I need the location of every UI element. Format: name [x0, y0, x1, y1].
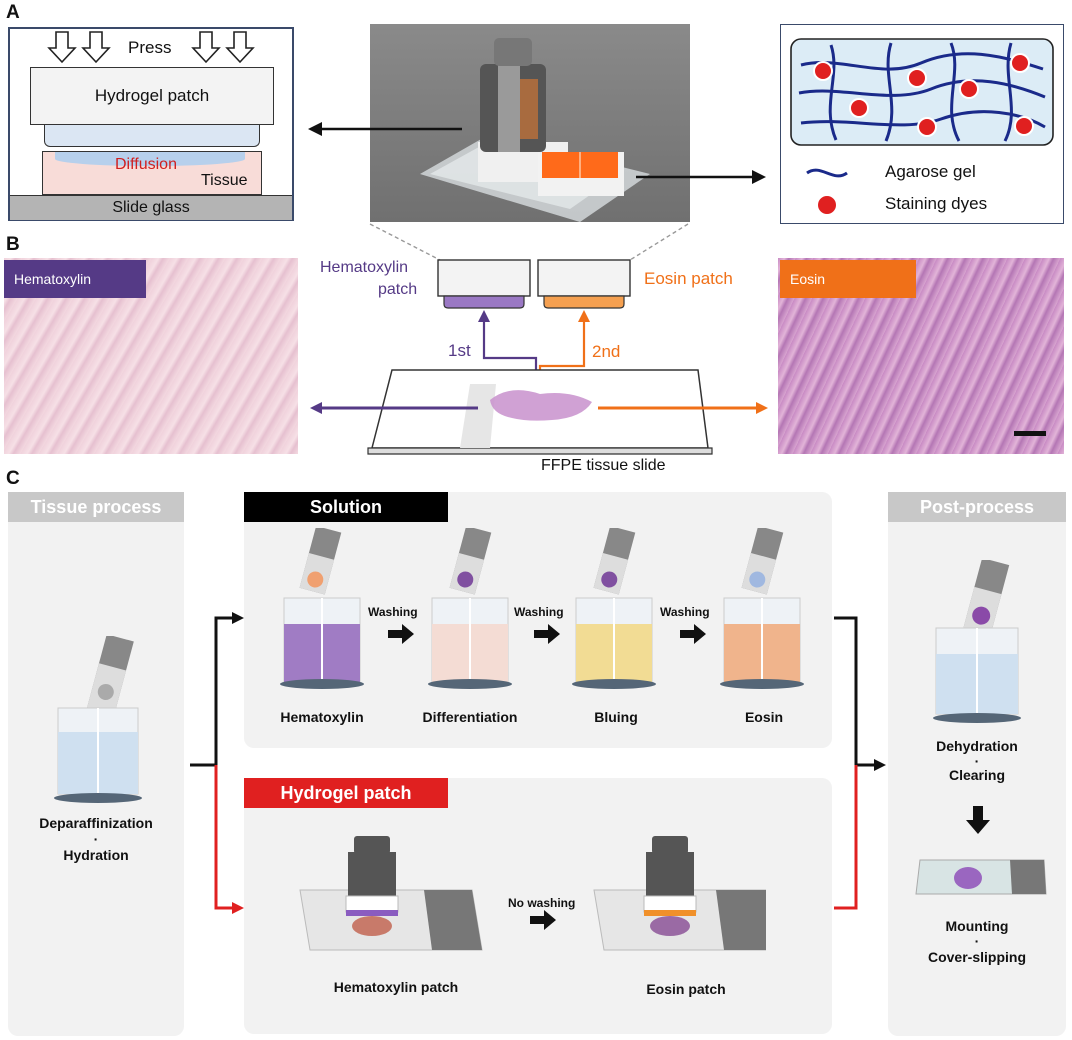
agarose-box: Agarose gel Staining dyes: [780, 24, 1064, 224]
hematoxylin-patch-weight: [299, 836, 483, 951]
hematoxylin-tag: Hematoxylin: [4, 260, 146, 298]
washing-label-1: Washing: [368, 605, 418, 619]
press-down-arrows: [47, 31, 255, 64]
dehydration-dot: ·: [974, 753, 980, 769]
washing-arrows: [388, 624, 706, 644]
deparaffinization-beaker: [54, 636, 142, 803]
clearing-label: Clearing: [948, 767, 1005, 783]
panel-letter-c: C: [6, 468, 20, 489]
dehydration-label: Dehydration: [936, 738, 1018, 754]
eosin-patch-gel: [543, 295, 625, 309]
hydration-label: Hydration: [63, 847, 129, 863]
agarose-svg: [790, 38, 1054, 216]
press-arrows-svg: [47, 31, 255, 64]
first-label: 1st: [448, 341, 471, 360]
eosin-tag: Eosin: [780, 260, 916, 298]
hematoxylin-patch-top: [437, 259, 531, 297]
eosin-beaker: [720, 528, 804, 689]
cover-slipping-label: Cover-slipping: [927, 949, 1026, 965]
slide-glass-label: Slide glass: [112, 199, 190, 216]
weight-photo-svg: [420, 38, 650, 222]
press-label: Press: [128, 38, 172, 57]
hydrogel-patch-block: Hydrogel patch: [30, 67, 274, 125]
eosin-patch-top: [537, 259, 631, 297]
panel-letter-a: A: [6, 2, 20, 23]
weight-photo: [370, 24, 690, 222]
tissue-section: [490, 390, 592, 421]
bluing-step-label: Bluing: [594, 709, 638, 725]
tissue-process-header: Tissue process: [8, 492, 184, 522]
diffusion-label: Diffusion: [115, 156, 177, 173]
post-process-down-arrow: [966, 806, 990, 834]
eosin-patch-weight: [593, 836, 766, 951]
mounted-slide: [915, 859, 1047, 895]
no-washing-label: No washing: [508, 896, 576, 910]
tissue-block: Diffusion Tissue: [42, 151, 262, 195]
eosin-patch-label: Eosin patch: [644, 269, 733, 288]
eosin-step-label: Eosin: [744, 709, 784, 725]
hydrogel-steps-svg: [299, 836, 766, 951]
bluing-beaker: [572, 528, 656, 689]
diffusion-zone: [55, 152, 245, 166]
differentiation-step-label: Differentiation: [422, 709, 518, 725]
hematoxylin-patch-step-label: Hematoxylin patch: [333, 979, 459, 995]
slide-label: FFPE tissue slide: [541, 457, 666, 474]
panel-b-center-svg: [310, 223, 768, 455]
hematoxylin-step-label: Hematoxylin: [280, 709, 364, 725]
deparaffinization-label: Deparaffinization: [39, 815, 153, 831]
slide-glass-block: Slide glass: [10, 195, 292, 220]
panel-letter-b: B: [6, 234, 20, 255]
hydrogel-header: Hydrogel patch: [244, 778, 448, 808]
mounting-dot: ·: [974, 933, 980, 949]
tissue-label: Tissue: [201, 172, 248, 189]
legend-dyes: Staining dyes: [885, 194, 988, 213]
post-process-header: Post-process: [888, 492, 1066, 522]
scale-bar: [1014, 431, 1046, 436]
dehydration-beaker: [933, 560, 1021, 723]
eosin-patch-step-label: Eosin patch: [646, 981, 726, 997]
deparaffinization-dot: ·: [93, 831, 99, 847]
washing-label-3: Washing: [660, 605, 710, 619]
legend-agarose: Agarose gel: [885, 162, 976, 181]
solution-header: Solution: [244, 492, 448, 522]
mounting-label: Mounting: [945, 918, 1009, 934]
hematoxylin-patch-gel: [443, 295, 525, 309]
solution-steps-svg: [280, 528, 804, 689]
washing-label-2: Washing: [514, 605, 564, 619]
gel-layer: [44, 125, 260, 147]
press-schematic: Press Hydrogel patch Diffusion Tissue Sl…: [8, 27, 294, 221]
hematoxylin-beaker: [280, 528, 364, 689]
hematoxylin-patch-label-1: Hematoxylin: [320, 259, 409, 276]
second-label: 2nd: [592, 342, 621, 361]
hydrogel-patch-label: Hydrogel patch: [94, 86, 210, 105]
differentiation-beaker: [428, 528, 512, 689]
hematoxylin-patch-label-2: patch: [378, 281, 418, 298]
